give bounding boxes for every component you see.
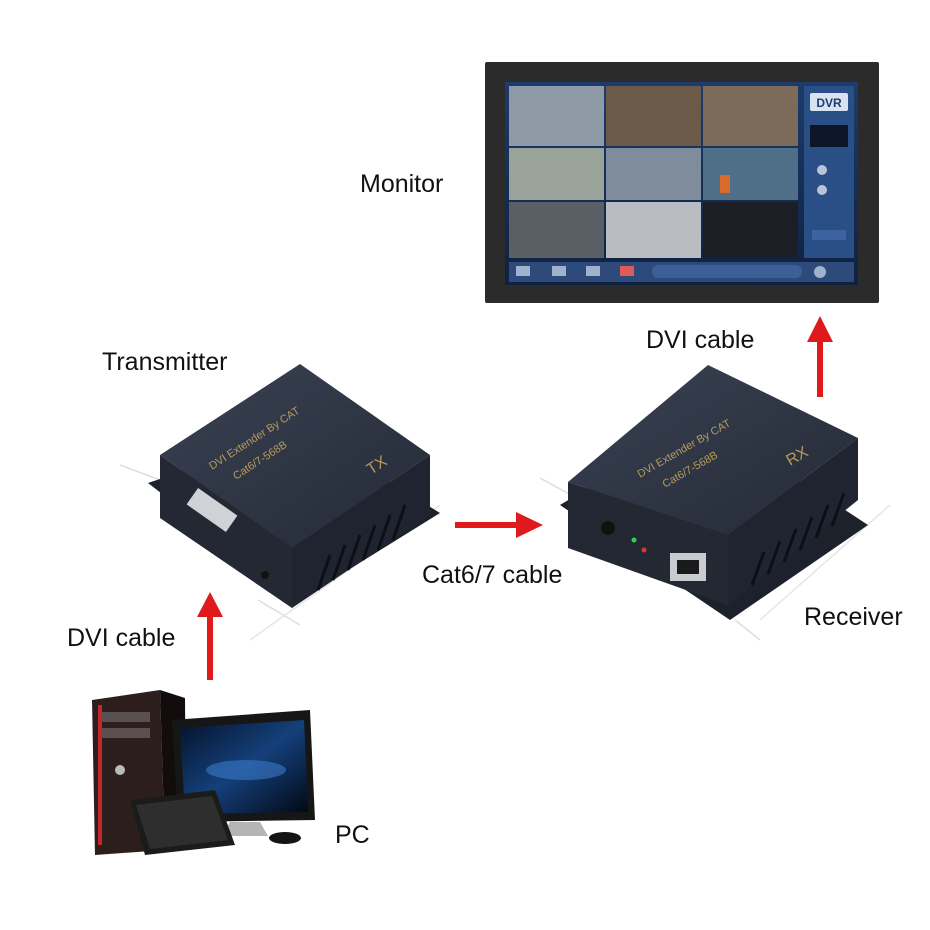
label-monitor: Monitor	[360, 170, 444, 198]
camera-grid	[509, 86, 798, 258]
monitor-device: DVR	[485, 62, 879, 303]
label-receiver: Receiver	[804, 603, 903, 631]
arrow-pc-to-transmitter	[197, 592, 223, 680]
label-transmitter: Transmitter	[102, 348, 228, 376]
label-dvi-cable-top: DVI cable	[646, 326, 755, 354]
transmitter-device: DVI Extender By CAT Cat6/7-568B TX	[119, 364, 441, 641]
label-dvi-cable-bottom: DVI cable	[67, 624, 176, 652]
label-pc: PC	[335, 821, 370, 849]
arrow-transmitter-to-receiver	[455, 512, 543, 538]
arrow-receiver-to-monitor	[807, 316, 833, 397]
receiver-device: DVI Extender By CAT Cat6/7-568B RX	[539, 365, 891, 641]
label-cat-cable: Cat6/7 cable	[422, 561, 563, 589]
pc-device	[92, 690, 315, 855]
dvr-badge: DVR	[816, 96, 842, 110]
